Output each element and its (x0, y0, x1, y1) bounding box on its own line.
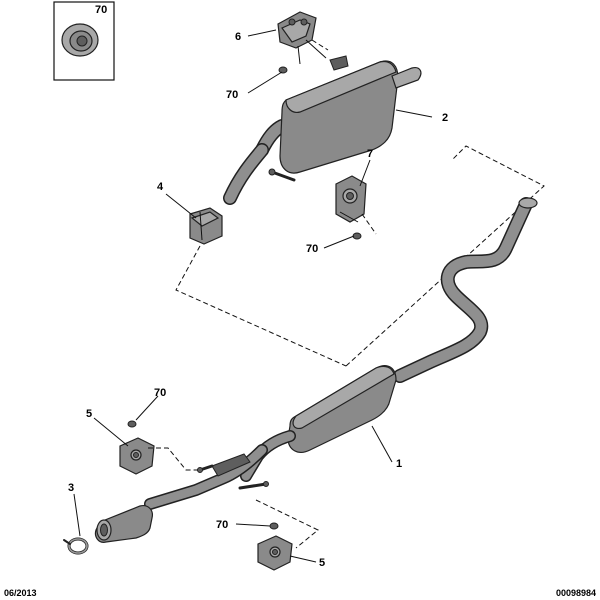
rear-silencer-2 (223, 55, 422, 205)
callout-70-mid: 70 (306, 243, 318, 255)
callout-6: 6 (235, 31, 241, 43)
nut-70-mid (352, 232, 362, 240)
callout-5-left: 5 (86, 408, 92, 420)
dashed-guide-6-to-2 (311, 39, 329, 51)
nut-70-bottom (269, 522, 279, 530)
dashed-guide-5-bottom (255, 499, 319, 549)
intermediate-pipe-1 (144, 197, 538, 510)
callout-70-bottom: 70 (216, 519, 228, 531)
callout-4: 4 (157, 181, 164, 193)
front-catalyst-pipe (94, 505, 153, 543)
footer-date: 06/2013 (4, 588, 37, 598)
inset-part-70: 70 (53, 1, 115, 81)
dashed-guide-5-left (148, 447, 198, 471)
callout-7: 7 (367, 148, 373, 160)
callout-3: 3 (68, 482, 74, 494)
clamp-ring-3 (63, 537, 89, 555)
rubber-mount-5-left (119, 437, 155, 475)
clamp-4 (189, 207, 223, 245)
rubber-mount-6 (277, 11, 327, 65)
callout-1: 1 (396, 458, 402, 470)
dashed-guide-frame-right (345, 145, 545, 367)
rubber-mount-5-bottom (257, 535, 293, 571)
dashed-guide-4-to-1 (175, 245, 347, 367)
nut-70-left (127, 420, 137, 428)
callout-2: 2 (442, 112, 448, 124)
dashed-guide-2-to-7 (361, 213, 377, 235)
callout-70-top: 70 (226, 89, 238, 101)
rubber-mount-7 (335, 175, 367, 223)
nut-70-top (278, 66, 288, 74)
nut-icon (61, 23, 99, 57)
footer-reference: 00098984 (556, 588, 596, 598)
callout-inset-70: 70 (95, 4, 107, 16)
callout-70-left: 70 (154, 387, 166, 399)
leader-lines (73, 29, 433, 563)
callout-5-bottom: 5 (319, 557, 325, 569)
